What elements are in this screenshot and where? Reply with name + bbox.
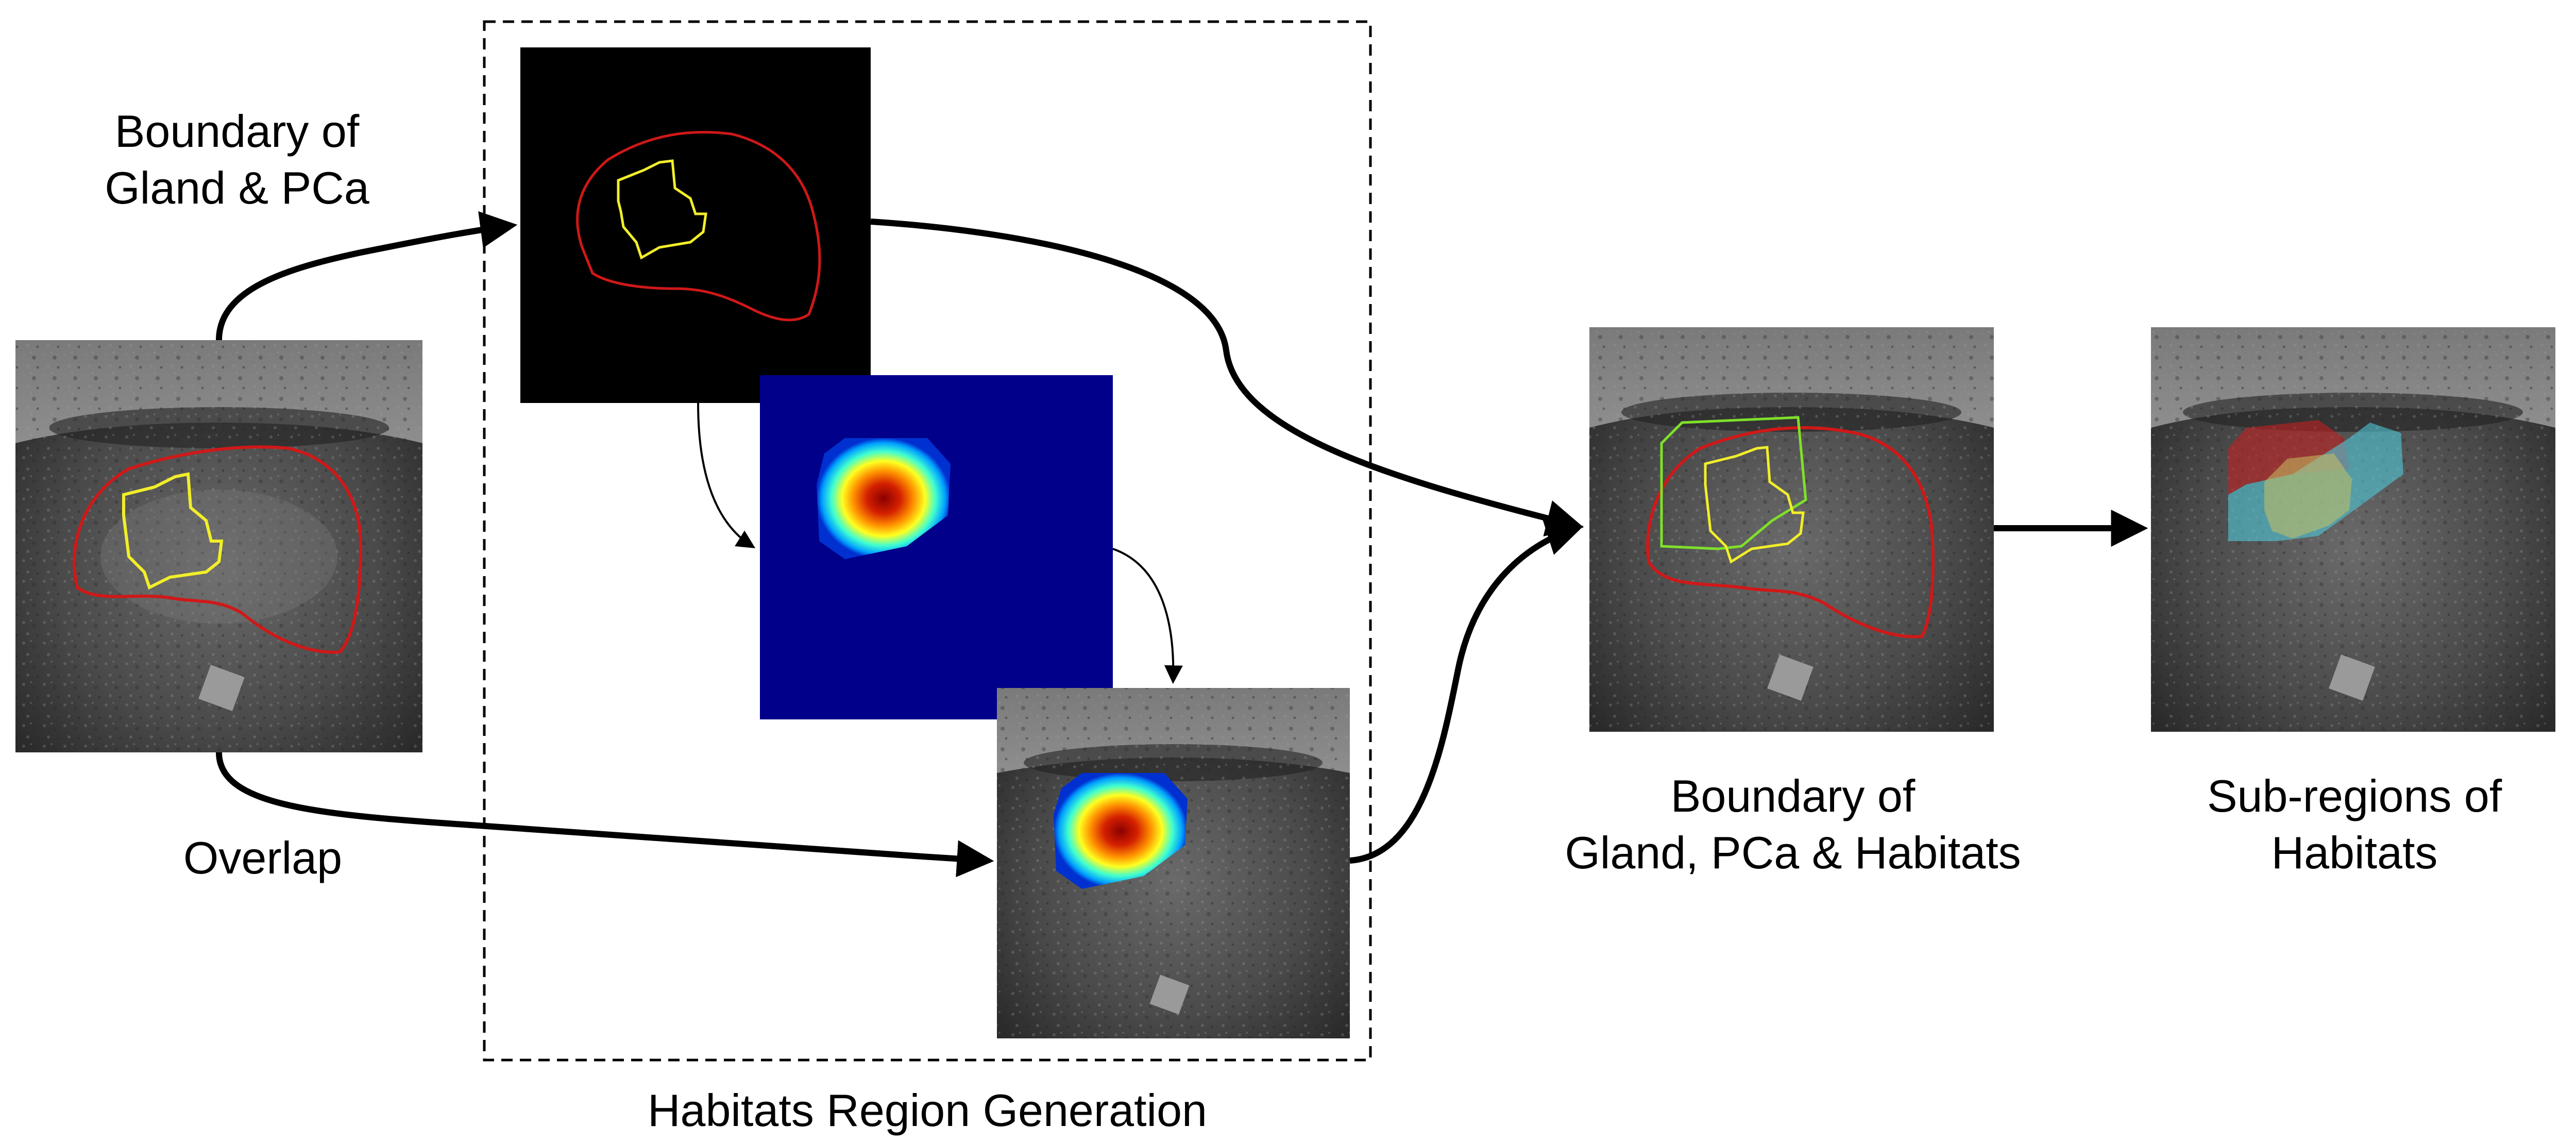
- boundary-mask-image: [520, 47, 871, 403]
- subregions-image: [2151, 327, 2555, 732]
- label-overlap: Overlap: [155, 830, 371, 886]
- habitat-heatmap-image: [760, 375, 1113, 719]
- label-boundary-gland-pca-habitats: Boundary of Gland, PCa & Habitats: [1494, 768, 2092, 881]
- label-boundary-gland-pca-line2: Gland & PCa: [93, 160, 381, 216]
- label-habitats-region-generation: Habitats Region Generation: [515, 1082, 1340, 1139]
- label-subregions-line2: Habitats: [2148, 825, 2561, 881]
- label-boundary-all-line2: Gland, PCa & Habitats: [1494, 825, 2092, 881]
- arrow-to-boundary-mask: [219, 226, 510, 340]
- heatmap-overlay-image: [997, 688, 1350, 1038]
- label-boundary-gland-pca: Boundary of Gland & PCa: [93, 103, 381, 216]
- arrow-mask-to-heatmap: [698, 403, 752, 546]
- label-subregions-line1: Sub-regions of: [2148, 768, 2561, 825]
- combined-boundary-image: [1589, 327, 1994, 732]
- label-boundary-all-line1: Boundary of: [1494, 768, 2092, 825]
- input-mri-image: [15, 340, 422, 752]
- label-subregions-of-habitats: Sub-regions of Habitats: [2148, 768, 2561, 881]
- arrow-heatmap-to-overlay: [1113, 549, 1173, 680]
- label-boundary-gland-pca-line1: Boundary of: [93, 103, 381, 160]
